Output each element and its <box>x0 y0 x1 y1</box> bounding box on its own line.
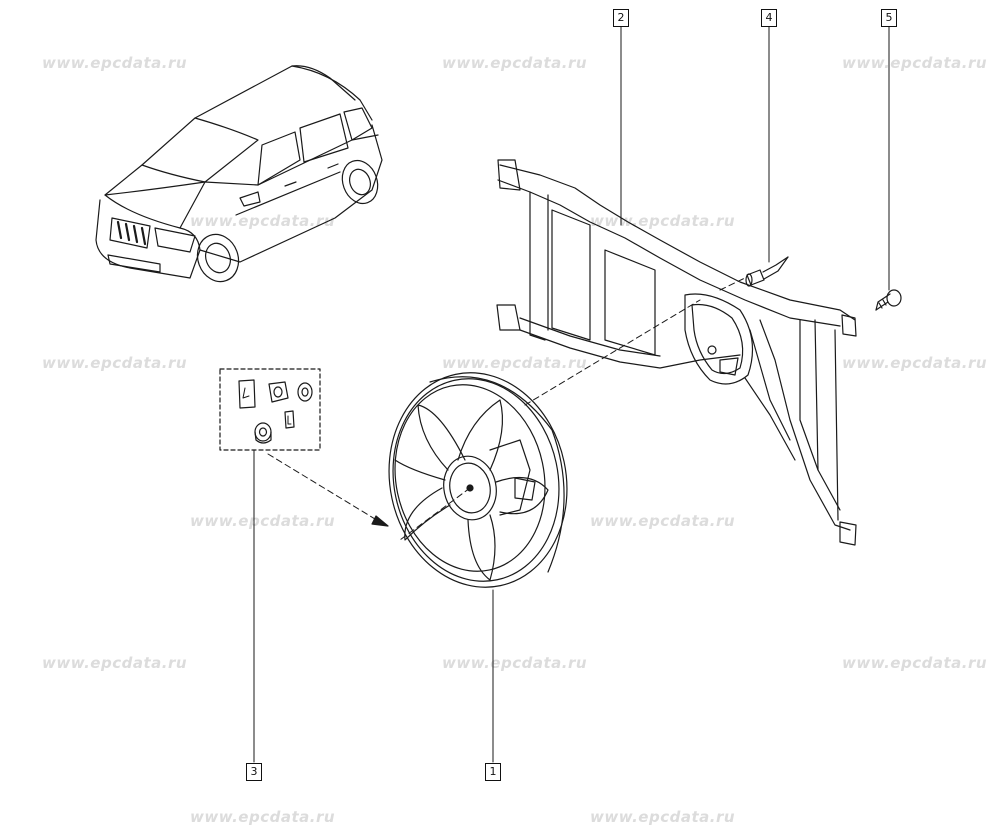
watermark: www.epcdata.ru <box>590 512 736 530</box>
watermark: www.epcdata.ru <box>190 512 336 530</box>
watermark: www.epcdata.ru <box>190 212 336 230</box>
watermark: www.epcdata.ru <box>42 54 188 72</box>
watermark: www.epcdata.ru <box>442 654 588 672</box>
callout-4[interactable]: 4 <box>761 9 777 27</box>
watermark: www.epcdata.ru <box>842 54 988 72</box>
watermark: www.epcdata.ru <box>442 54 588 72</box>
vehicle-illustration <box>95 65 383 283</box>
watermark: www.epcdata.ru <box>42 354 188 372</box>
fan-frame-drawing <box>496 159 857 546</box>
callout-2[interactable]: 2 <box>613 9 629 27</box>
callout-3[interactable]: 3 <box>246 763 262 781</box>
watermark: www.epcdata.ru <box>442 354 588 372</box>
rivet-pin-drawing <box>745 256 789 287</box>
screw-drawing <box>875 289 902 311</box>
watermark: www.epcdata.ru <box>842 654 988 672</box>
clip-kit-box <box>219 368 321 451</box>
watermark: www.epcdata.ru <box>42 654 188 672</box>
callout-1[interactable]: 1 <box>485 763 501 781</box>
watermark: www.epcdata.ru <box>590 212 736 230</box>
cooling-fan-drawing <box>388 372 568 588</box>
leader-lines <box>253 25 890 763</box>
watermark: www.epcdata.ru <box>842 354 988 372</box>
callout-5[interactable]: 5 <box>881 9 897 27</box>
